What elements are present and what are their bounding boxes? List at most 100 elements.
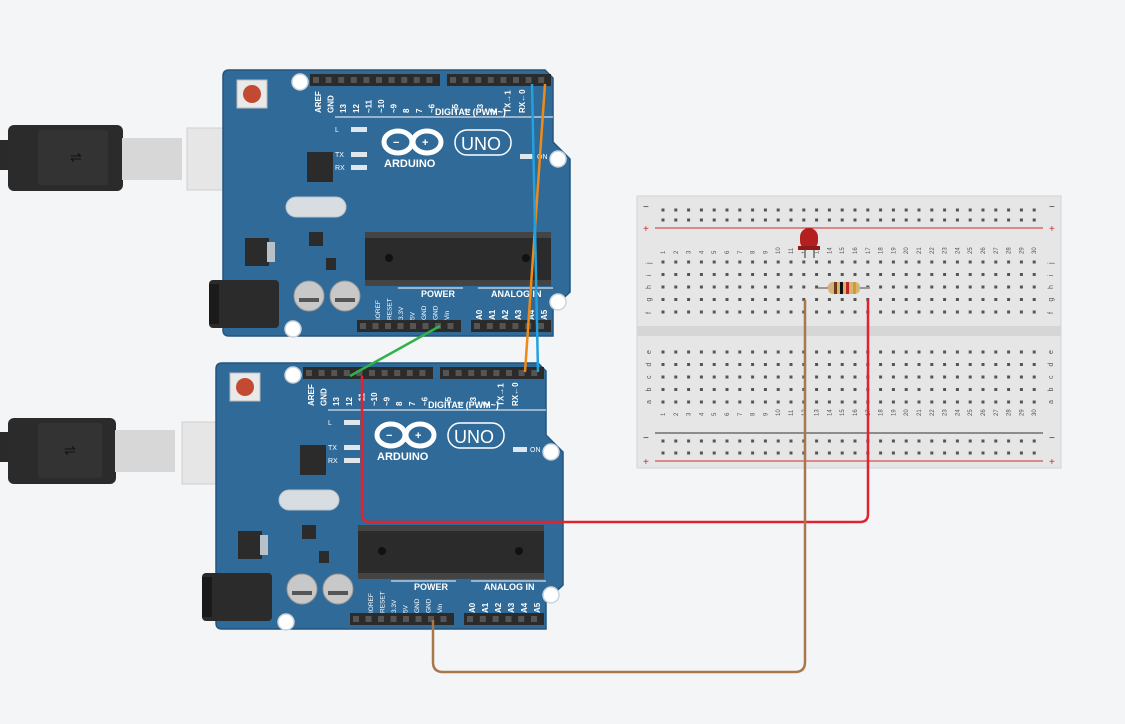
- terminal-hole[interactable]: [853, 260, 857, 264]
- terminal-hole[interactable]: [802, 285, 806, 289]
- terminal-hole[interactable]: [712, 363, 716, 366]
- terminal-hole[interactable]: [1007, 388, 1011, 391]
- rail-hole[interactable]: [725, 439, 729, 443]
- terminal-hole[interactable]: [943, 285, 947, 289]
- terminal-hole[interactable]: [968, 260, 972, 264]
- digital-header[interactable]: [303, 367, 544, 379]
- terminal-hole[interactable]: [891, 260, 895, 264]
- terminal-hole[interactable]: [994, 388, 998, 391]
- terminal-hole[interactable]: [866, 273, 870, 276]
- rail-hole[interactable]: [994, 218, 998, 222]
- terminal-hole[interactable]: [661, 350, 665, 354]
- rail-hole[interactable]: [917, 218, 921, 222]
- wire-red[interactable]: [360, 300, 870, 524]
- rail-hole[interactable]: [751, 218, 755, 222]
- terminal-hole[interactable]: [712, 375, 716, 379]
- terminal-hole[interactable]: [981, 350, 985, 354]
- terminal-hole[interactable]: [776, 310, 780, 314]
- terminal-hole[interactable]: [917, 363, 921, 366]
- terminal-hole[interactable]: [968, 388, 972, 391]
- terminal-hole[interactable]: [738, 285, 742, 289]
- terminal-hole[interactable]: [904, 260, 908, 264]
- terminal-hole[interactable]: [763, 350, 767, 354]
- terminal-hole[interactable]: [891, 388, 895, 391]
- terminal-hole[interactable]: [994, 260, 998, 264]
- terminal-hole[interactable]: [943, 363, 947, 366]
- terminal-hole[interactable]: [917, 350, 921, 354]
- rail-hole[interactable]: [968, 218, 972, 222]
- terminal-hole[interactable]: [930, 310, 934, 314]
- power-jack[interactable]: [202, 573, 272, 621]
- terminal-hole[interactable]: [815, 260, 819, 264]
- terminal-hole[interactable]: [699, 285, 703, 289]
- rail-hole[interactable]: [1019, 208, 1023, 212]
- terminal-hole[interactable]: [930, 273, 934, 276]
- terminal-hole[interactable]: [738, 375, 742, 379]
- terminal-hole[interactable]: [1019, 273, 1023, 276]
- terminal-hole[interactable]: [917, 273, 921, 276]
- terminal-hole[interactable]: [840, 310, 844, 314]
- terminal-hole[interactable]: [1032, 350, 1036, 354]
- terminal-hole[interactable]: [955, 285, 959, 289]
- terminal-hole[interactable]: [879, 350, 883, 354]
- terminal-hole[interactable]: [763, 260, 767, 264]
- terminal-hole[interactable]: [1007, 260, 1011, 264]
- rail-hole[interactable]: [751, 439, 755, 443]
- rail-hole[interactable]: [1032, 439, 1036, 443]
- terminal-hole[interactable]: [776, 350, 780, 354]
- terminal-hole[interactable]: [674, 363, 678, 366]
- terminal-hole[interactable]: [904, 375, 908, 379]
- terminal-hole[interactable]: [699, 298, 703, 301]
- terminal-hole[interactable]: [891, 400, 895, 404]
- wire-green[interactable]: [349, 324, 441, 378]
- terminal-hole[interactable]: [827, 400, 831, 404]
- rail-hole[interactable]: [1007, 208, 1011, 212]
- terminal-hole[interactable]: [815, 350, 819, 354]
- rail-hole[interactable]: [763, 208, 767, 212]
- terminal-hole[interactable]: [840, 260, 844, 264]
- terminal-hole[interactable]: [699, 260, 703, 264]
- terminal-hole[interactable]: [930, 298, 934, 301]
- rail-hole[interactable]: [725, 218, 729, 222]
- terminal-hole[interactable]: [994, 310, 998, 314]
- rail-hole[interactable]: [904, 218, 908, 222]
- terminal-hole[interactable]: [981, 273, 985, 276]
- terminal-hole[interactable]: [712, 388, 716, 391]
- terminal-hole[interactable]: [866, 298, 870, 301]
- terminal-hole[interactable]: [661, 260, 665, 264]
- terminal-hole[interactable]: [776, 388, 780, 391]
- terminal-hole[interactable]: [789, 260, 793, 264]
- terminal-hole[interactable]: [891, 363, 895, 366]
- terminal-hole[interactable]: [699, 310, 703, 314]
- terminal-hole[interactable]: [968, 363, 972, 366]
- rail-hole[interactable]: [955, 218, 959, 222]
- rail-hole[interactable]: [930, 208, 934, 212]
- terminal-hole[interactable]: [827, 363, 831, 366]
- terminal-hole[interactable]: [981, 363, 985, 366]
- rail-hole[interactable]: [943, 208, 947, 212]
- terminal-hole[interactable]: [1032, 363, 1036, 366]
- rail-hole[interactable]: [699, 451, 703, 455]
- rail-hole[interactable]: [943, 451, 947, 455]
- terminal-hole[interactable]: [930, 285, 934, 289]
- terminal-hole[interactable]: [712, 273, 716, 276]
- terminal-hole[interactable]: [738, 260, 742, 264]
- terminal-hole[interactable]: [968, 298, 972, 301]
- rail-hole[interactable]: [827, 218, 831, 222]
- terminal-hole[interactable]: [661, 285, 665, 289]
- terminal-hole[interactable]: [789, 375, 793, 379]
- terminal-hole[interactable]: [981, 285, 985, 289]
- terminal-hole[interactable]: [943, 375, 947, 379]
- terminal-hole[interactable]: [751, 298, 755, 301]
- rail-hole[interactable]: [827, 451, 831, 455]
- terminal-hole[interactable]: [815, 310, 819, 314]
- rail-hole[interactable]: [674, 218, 678, 222]
- terminal-hole[interactable]: [815, 388, 819, 391]
- terminal-hole[interactable]: [943, 350, 947, 354]
- terminal-hole[interactable]: [827, 273, 831, 276]
- rail-hole[interactable]: [674, 439, 678, 443]
- terminal-hole[interactable]: [1032, 260, 1036, 264]
- terminal-hole[interactable]: [904, 310, 908, 314]
- rail-hole[interactable]: [968, 439, 972, 443]
- rail-hole[interactable]: [994, 451, 998, 455]
